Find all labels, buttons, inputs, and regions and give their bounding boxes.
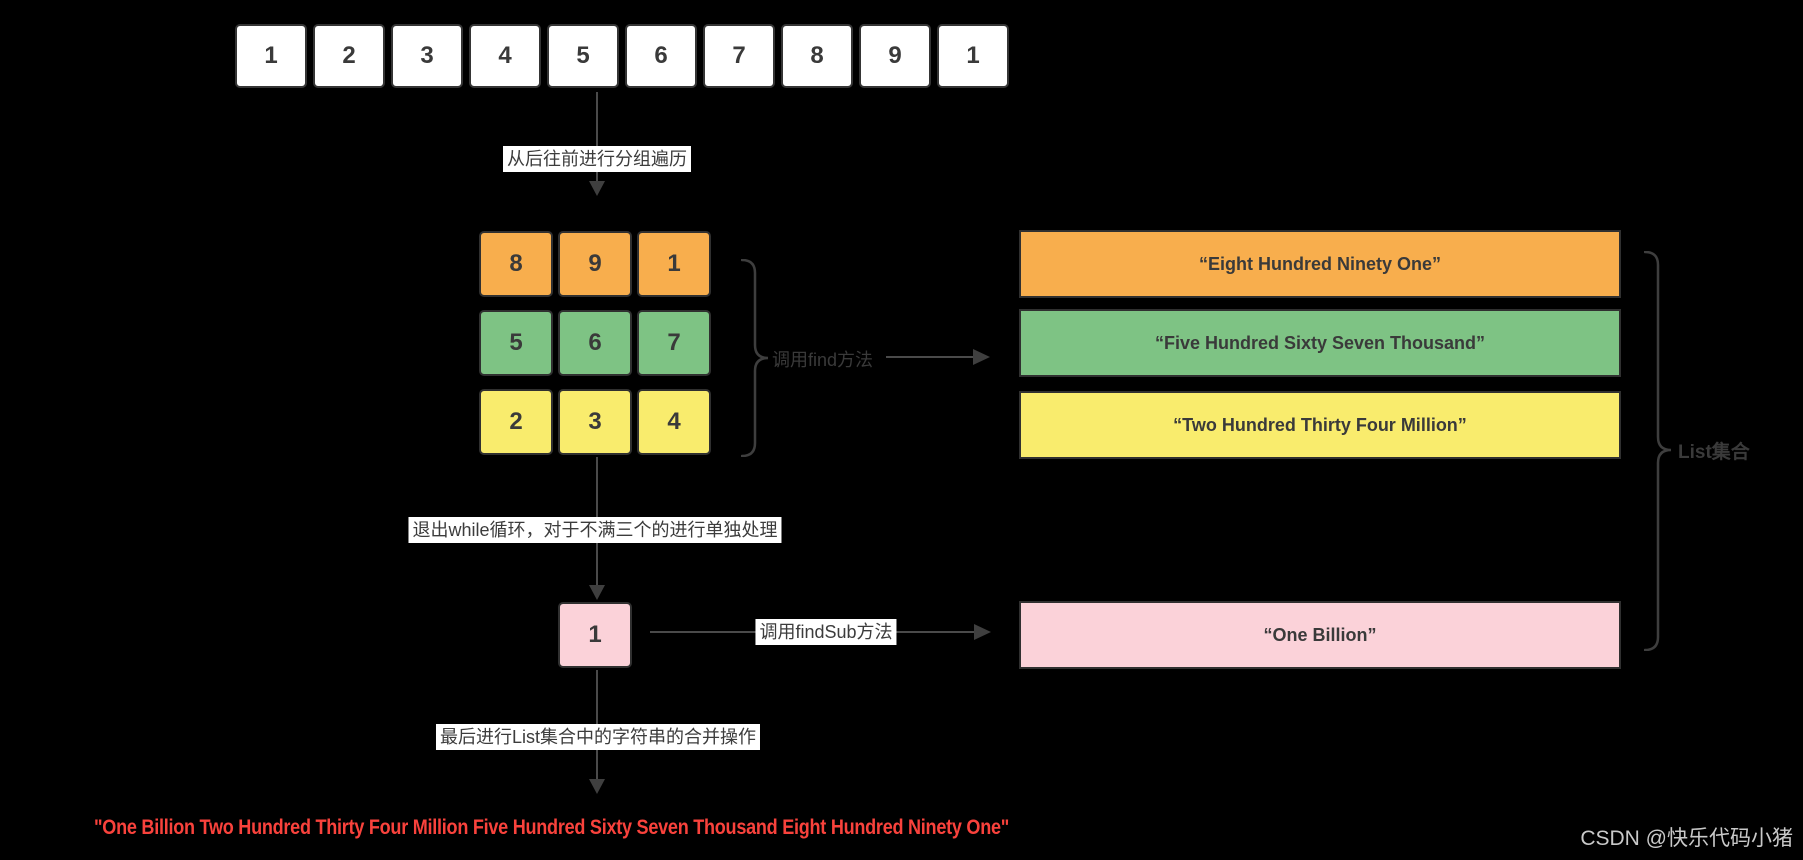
down-arrow-line (596, 92, 598, 182)
down-arrow-icon (589, 181, 605, 196)
list-set-brace-icon (1644, 251, 1672, 651)
grid-cell: 7 (637, 310, 711, 376)
grid-cell: 6 (558, 310, 632, 376)
digit-cell: 7 (703, 24, 775, 88)
digit-cell: 4 (469, 24, 541, 88)
grid-cell: 5 (479, 310, 553, 376)
grid-cell: 3 (558, 389, 632, 455)
watermark: CSDN @快乐代码小猪 (1580, 827, 1793, 850)
find-method-label: 调用find方法 (772, 350, 874, 370)
step2-label: 退出while循环，对于不满三个的进行单独处理 (408, 517, 782, 543)
grid-cell: 9 (558, 231, 632, 297)
right-arrow-line (886, 356, 974, 358)
find-brace-icon (741, 259, 769, 457)
grid-cell: 1 (637, 231, 711, 297)
grid-cell: 8 (479, 231, 553, 297)
down-arrow-icon (589, 585, 605, 600)
digit-cell: 2 (313, 24, 385, 88)
digit-cell: 3 (391, 24, 463, 88)
leftover-cell: 1 (558, 602, 632, 668)
digit-cell: 1 (235, 24, 307, 88)
result-bar: “Five Hundred Sixty Seven Thousand” (1019, 309, 1621, 377)
list-set-label: List集合 (1678, 442, 1750, 463)
result-bar: “Eight Hundred Ninety One” (1019, 230, 1621, 298)
find-sub-label: 调用findSub方法 (755, 619, 897, 645)
down-arrow-icon (589, 779, 605, 794)
step1-label: 从后往前进行分组遍历 (503, 146, 691, 172)
digit-cell: 9 (859, 24, 931, 88)
final-result-text: "One Billion Two Hundred Thirty Four Mil… (94, 816, 1010, 839)
digit-cell: 1 (937, 24, 1009, 88)
result-bar: “One Billion” (1019, 601, 1621, 669)
grid-cell: 4 (637, 389, 711, 455)
result-bar: “Two Hundred Thirty Four Million” (1019, 391, 1621, 459)
digit-cell: 5 (547, 24, 619, 88)
right-arrow-icon (973, 349, 990, 365)
right-arrow-icon (974, 624, 991, 640)
digit-cell: 6 (625, 24, 697, 88)
step3-label: 最后进行List集合中的字符串的合并操作 (435, 724, 761, 750)
digit-cell: 8 (781, 24, 853, 88)
grid-cell: 2 (479, 389, 553, 455)
